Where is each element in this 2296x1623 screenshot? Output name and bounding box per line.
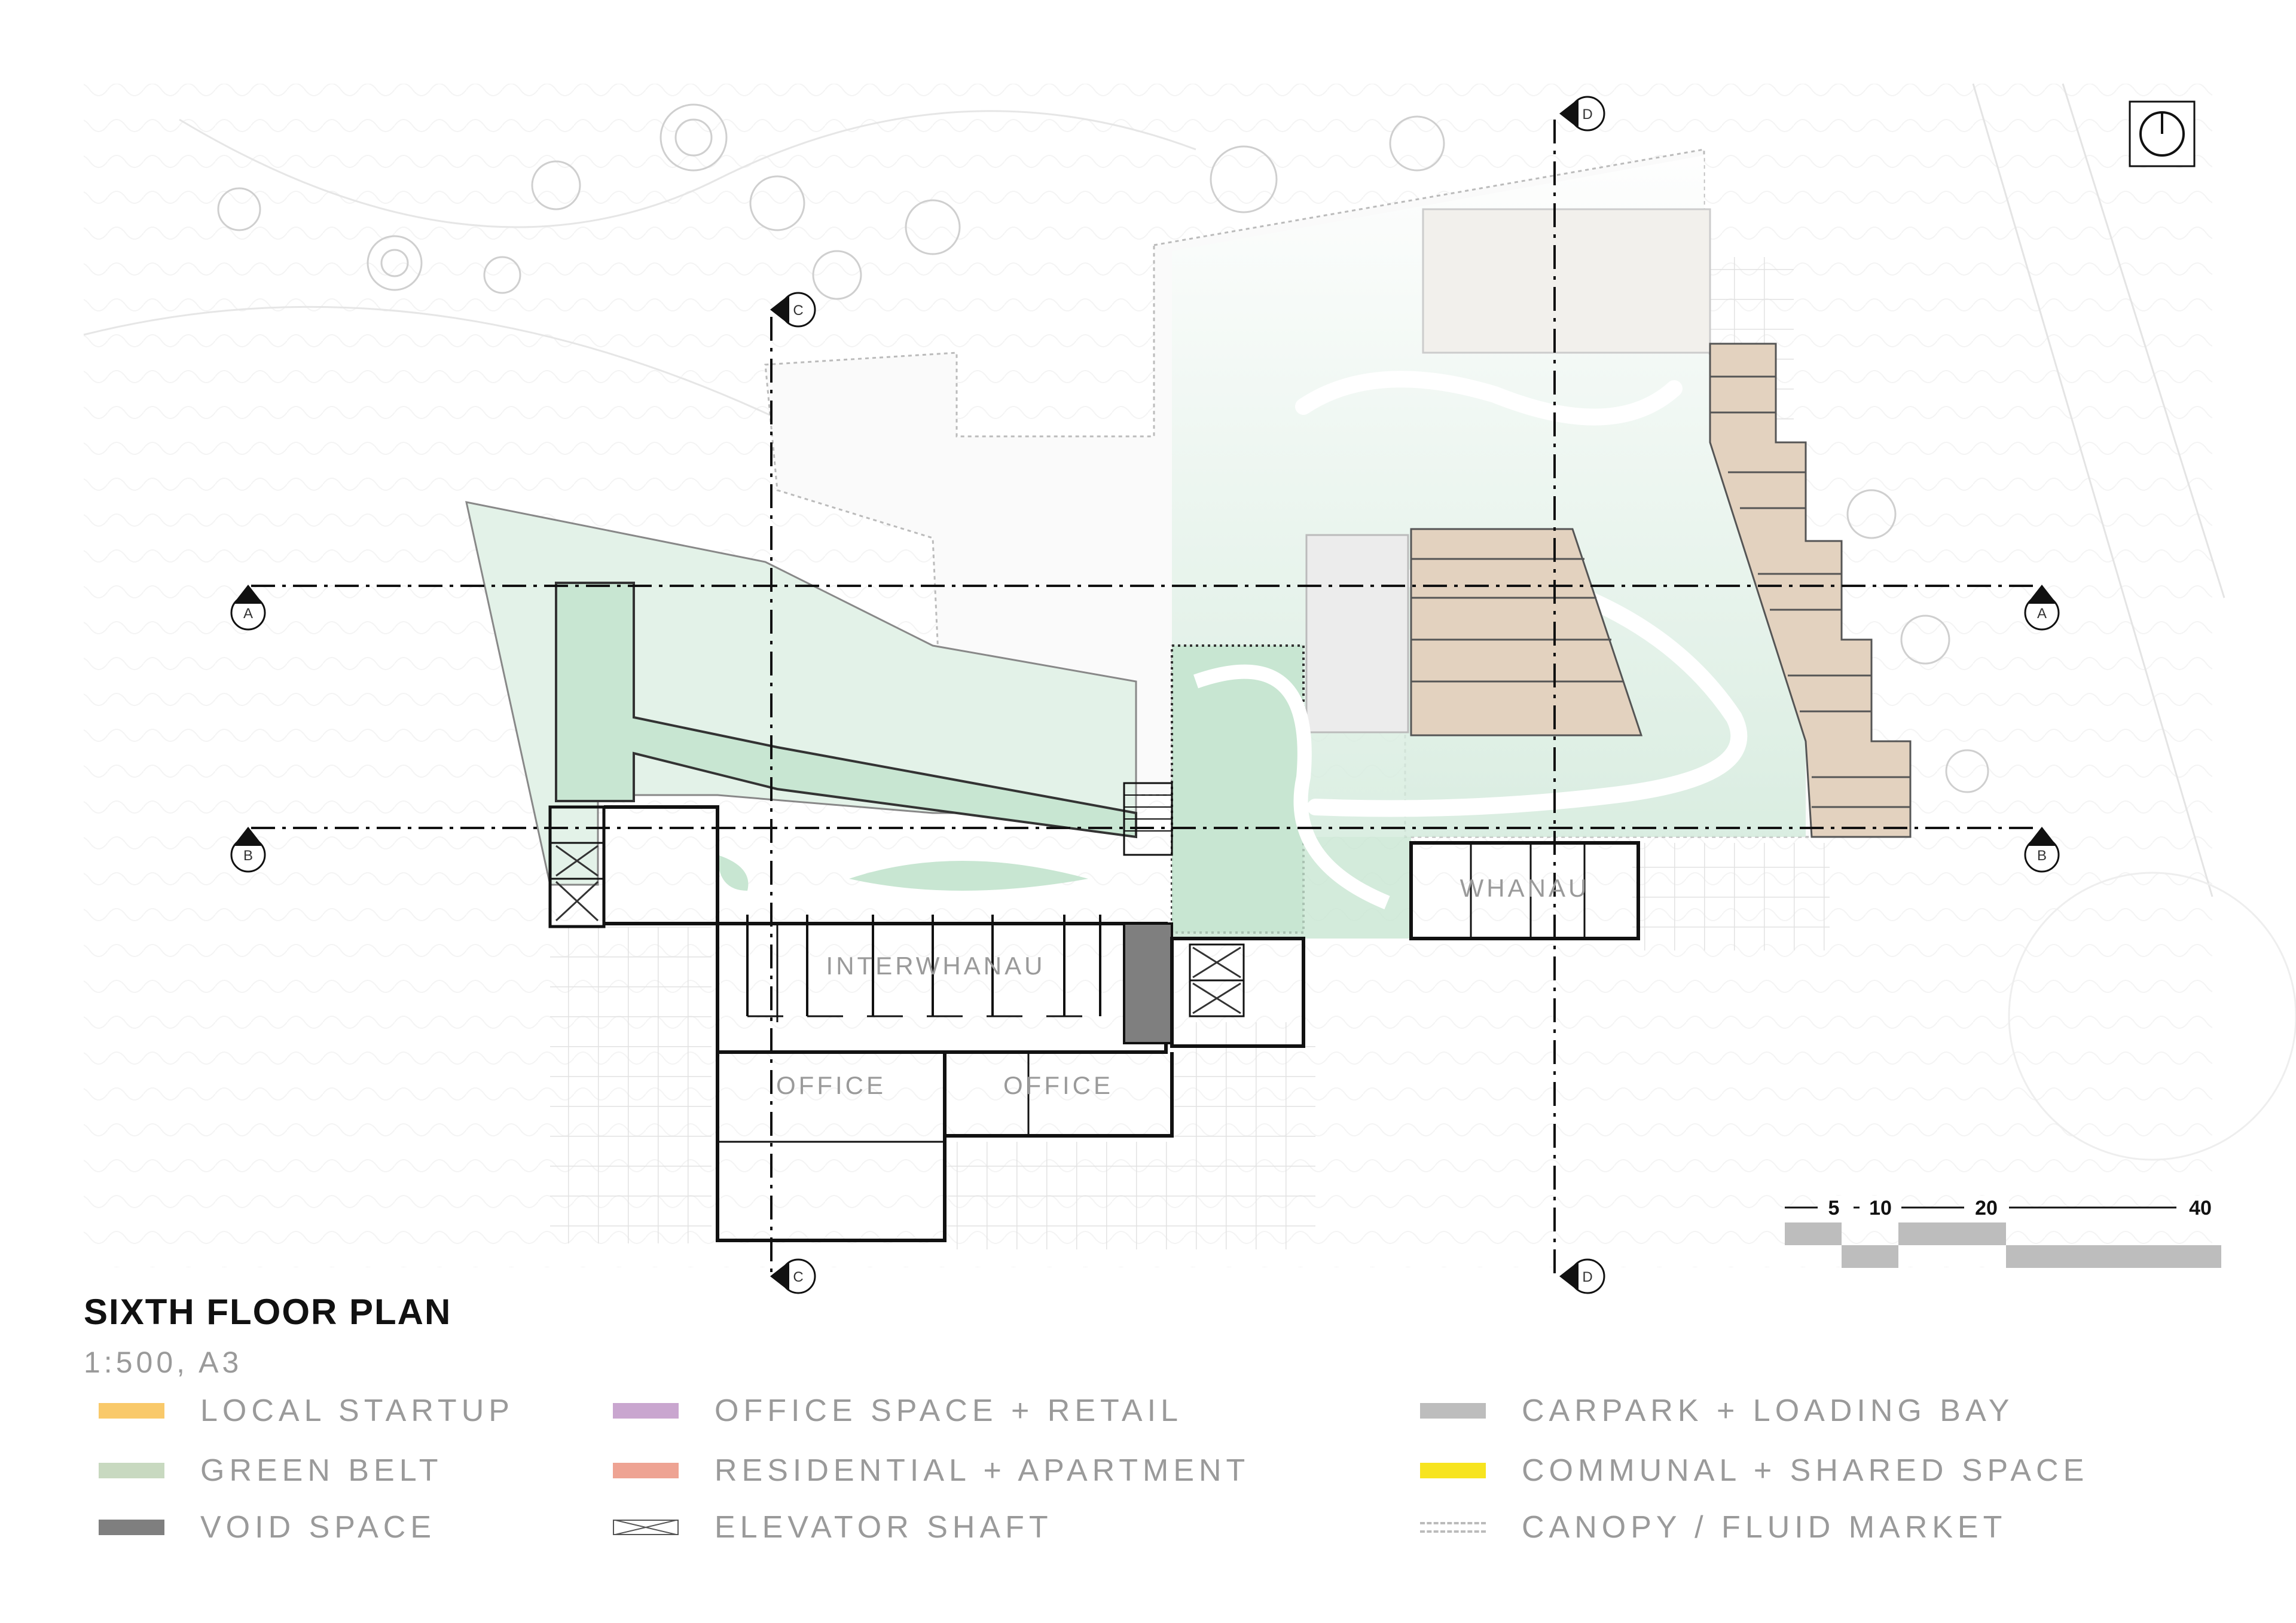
green-court-lower bbox=[1172, 837, 1411, 939]
legend-label: GREEN BELT bbox=[200, 1453, 443, 1488]
building-linework bbox=[548, 782, 1640, 1242]
legend-swatch bbox=[99, 1520, 164, 1535]
legend-swatch bbox=[99, 1463, 164, 1478]
legend-item-green-belt: GREEN BELT bbox=[99, 1453, 443, 1488]
legend-item-office-retail: OFFICE SPACE + RETAIL bbox=[613, 1393, 1183, 1429]
section-marker-c-bottom: C bbox=[770, 1258, 816, 1294]
legend-label: COMMUNAL + SHARED SPACE bbox=[1522, 1453, 2089, 1488]
legend-item-local-startup: LOCAL STARTUP bbox=[99, 1393, 514, 1429]
green-pocket-left bbox=[555, 582, 1137, 839]
section-label-a: A bbox=[243, 606, 253, 622]
room-label-interwhanau: INTERWHANAU bbox=[826, 952, 1046, 980]
legend-label: LOCAL STARTUP bbox=[200, 1393, 514, 1428]
legend-label: RESIDENTIAL + APARTMENT bbox=[715, 1453, 1250, 1488]
residential-blocks bbox=[1410, 343, 1912, 838]
carpark-block-top bbox=[1422, 208, 1711, 354]
legend-item-residential: RESIDENTIAL + APARTMENT bbox=[613, 1453, 1250, 1488]
plan-title: SIXTH FLOOR PLAN bbox=[84, 1292, 452, 1332]
section-lines bbox=[251, 120, 2039, 1273]
legend-item-carpark: CARPARK + LOADING BAY bbox=[1420, 1393, 2014, 1429]
section-marker-c-top: C bbox=[770, 292, 816, 328]
legend-label: ELEVATOR SHAFT bbox=[715, 1510, 1053, 1545]
section-label-a: A bbox=[2037, 606, 2047, 622]
carpark-block-mid bbox=[1305, 534, 1409, 733]
canopy-grids bbox=[550, 257, 1830, 1249]
scale-label: 40 bbox=[2189, 1197, 2212, 1219]
legend-item-canopy: CANOPY / FLUID MARKET bbox=[1420, 1509, 2007, 1545]
green-lens bbox=[849, 861, 1088, 891]
elevator-shafts bbox=[555, 845, 1241, 1014]
legend-item-elevator-shaft: ELEVATOR SHAFT bbox=[613, 1509, 1053, 1545]
legend-item-void-space: VOID SPACE bbox=[99, 1509, 436, 1545]
section-label-c: C bbox=[793, 1269, 803, 1285]
scale-label: 5 bbox=[1828, 1197, 1840, 1219]
legend-swatch bbox=[613, 1403, 679, 1419]
legend-label: CANOPY / FLUID MARKET bbox=[1522, 1510, 2007, 1545]
scale-label: 20 bbox=[1975, 1197, 1998, 1219]
legend-item-communal: COMMUNAL + SHARED SPACE bbox=[1420, 1453, 2089, 1488]
legend-swatch-hatch bbox=[613, 1520, 679, 1535]
tree-symbols bbox=[217, 103, 1989, 793]
green-lens-small bbox=[718, 855, 749, 891]
legend-swatch bbox=[1420, 1463, 1486, 1478]
section-label-c: C bbox=[793, 302, 803, 319]
section-marker-b-right: B bbox=[2024, 827, 2060, 873]
legend-swatch bbox=[99, 1403, 164, 1419]
room-label-office-right: OFFICE bbox=[1003, 1071, 1113, 1099]
section-marker-d-bottom: D bbox=[1559, 1258, 1605, 1294]
plan-scale-subtitle: 1:500, A3 bbox=[84, 1346, 243, 1379]
scale-label: 10 bbox=[1869, 1197, 1892, 1219]
section-marker-a-left: A bbox=[230, 585, 266, 631]
legend-swatch bbox=[613, 1463, 679, 1478]
room-label-whanau: WHANAU bbox=[1460, 874, 1590, 902]
legend-swatch bbox=[1420, 1403, 1486, 1419]
legend-label: OFFICE SPACE + RETAIL bbox=[715, 1393, 1183, 1428]
section-label-b: B bbox=[243, 848, 253, 864]
legend-label: VOID SPACE bbox=[200, 1510, 436, 1545]
section-marker-b-left: B bbox=[230, 827, 266, 873]
section-label-d: D bbox=[1582, 106, 1592, 123]
north-arrow-icon bbox=[2129, 100, 2196, 167]
section-marker-a-right: A bbox=[2024, 585, 2060, 631]
legend-label: CARPARK + LOADING BAY bbox=[1522, 1393, 2014, 1428]
section-marker-d-top: D bbox=[1559, 96, 1605, 132]
section-label-b: B bbox=[2037, 848, 2047, 864]
scale-bar: 5 10 20 40 bbox=[1785, 1196, 2221, 1268]
legend-swatch-dashed bbox=[1420, 1522, 1486, 1533]
room-label-office-left: OFFICE bbox=[776, 1071, 886, 1099]
section-label-d: D bbox=[1582, 1269, 1592, 1285]
